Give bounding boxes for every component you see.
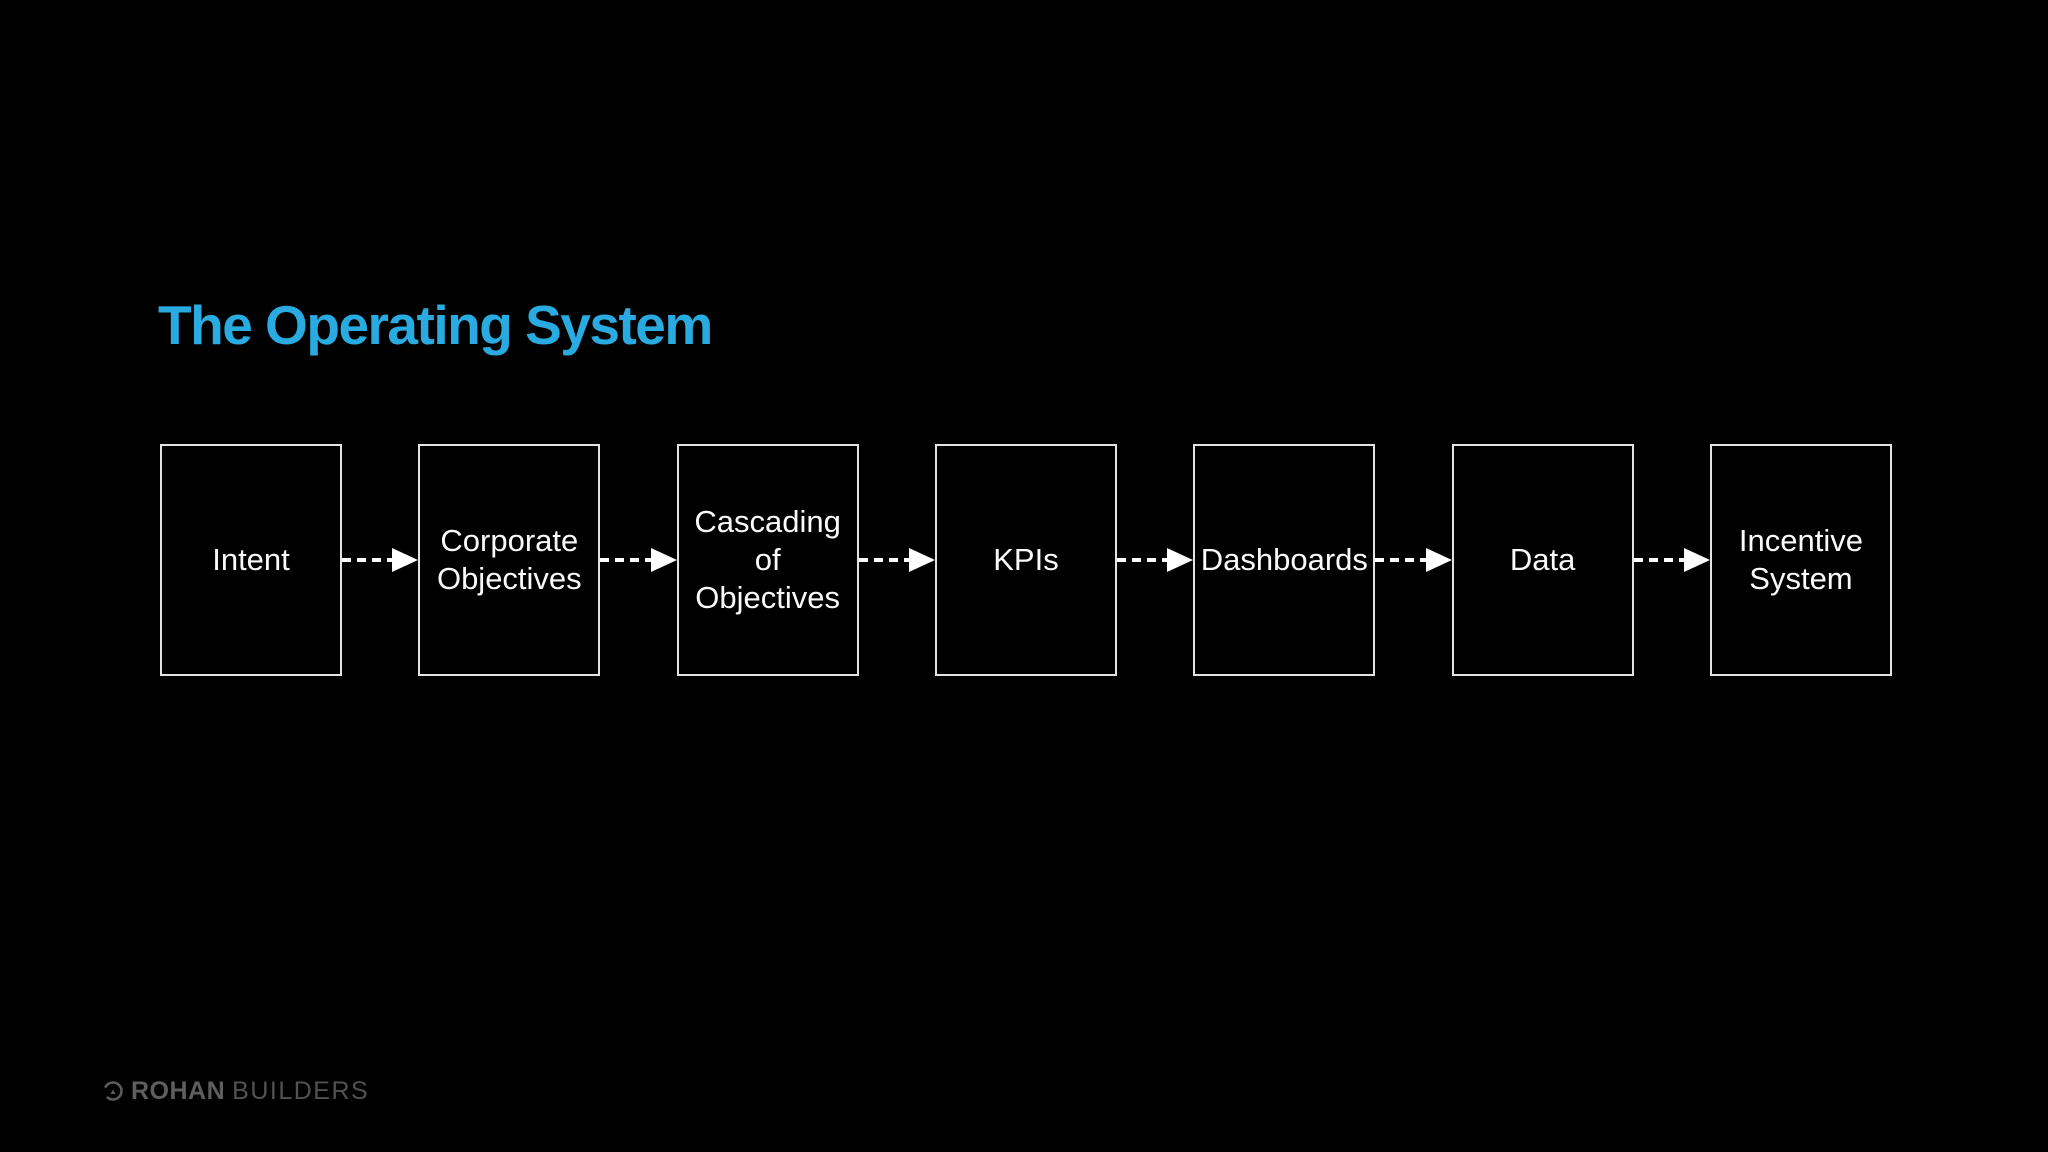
arrowhead-icon — [650, 548, 677, 572]
flow-connector — [1633, 444, 1710, 676]
flow-step-cascading-of-objectives: Cascading of Objectives — [676, 444, 859, 676]
arrowhead-icon — [1167, 548, 1194, 572]
flow-connector — [1116, 444, 1194, 676]
dashed-line — [600, 558, 653, 562]
dashed-line — [858, 558, 911, 562]
arrowhead-icon — [392, 548, 419, 572]
arrowhead-icon — [908, 548, 935, 572]
flow-connector — [1375, 444, 1452, 676]
flow-step-corporate-objectives: Corporate Objectives — [418, 444, 601, 676]
brand-name-primary: ROHAN — [131, 1076, 226, 1105]
dashed-line — [1116, 558, 1170, 562]
circular-brand-mark-icon — [102, 1080, 124, 1102]
flow-connector — [342, 444, 419, 676]
arrowhead-icon — [1425, 548, 1452, 572]
flow-step-incentive-system: Incentive System — [1709, 444, 1892, 676]
flow-step-data: Data — [1451, 444, 1634, 676]
brand-logo: ROHAN BUILDERS — [102, 1077, 369, 1105]
page-title: The Operating System — [158, 294, 713, 356]
flow-diagram: Intent Corporate Objectives Cascading of… — [160, 444, 1892, 676]
flow-connector — [858, 444, 935, 676]
flow-connector — [600, 444, 677, 676]
dashed-line — [1375, 558, 1428, 562]
flow-step-kpis: KPIs — [934, 444, 1117, 676]
flow-step-intent: Intent — [160, 444, 342, 676]
dashed-line — [342, 558, 395, 562]
dashed-line — [1633, 558, 1686, 562]
arrowhead-icon — [1683, 548, 1710, 572]
brand-name-secondary: BUILDERS — [232, 1076, 370, 1105]
flow-step-dashboards: Dashboards — [1193, 444, 1376, 676]
